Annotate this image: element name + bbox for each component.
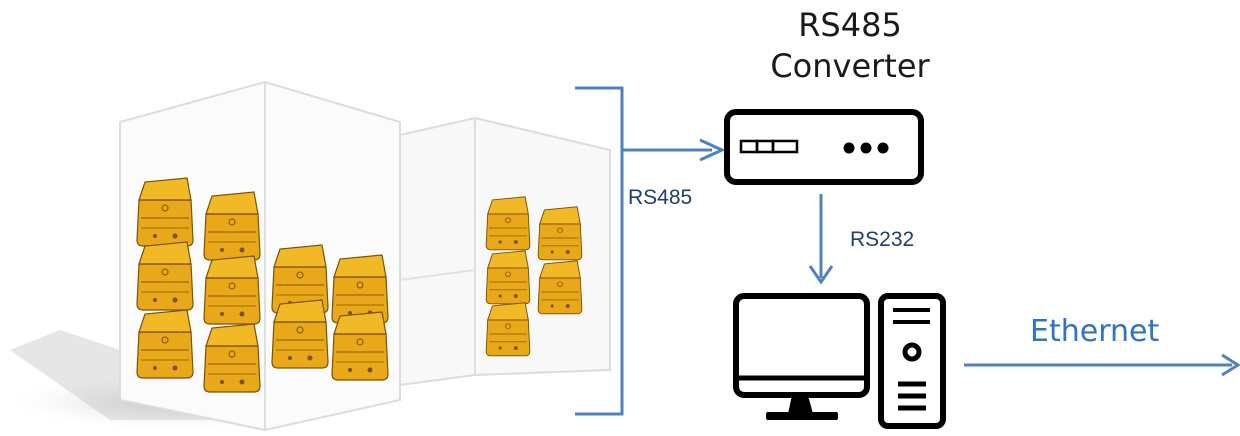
sensor-device-icon — [136, 241, 194, 311]
sensor-device-icon — [136, 309, 194, 379]
sensor-device-icon — [537, 206, 583, 261]
sensor-device-icon — [271, 299, 329, 369]
sensor-device-icon — [485, 196, 531, 251]
ethernet-link — [964, 353, 1240, 377]
ethernet-label: Ethernet — [1030, 314, 1160, 349]
sensor-device-icon — [203, 191, 261, 261]
rs232-link — [808, 194, 834, 285]
desktop-computer-icon — [733, 293, 946, 429]
rs485-converter-icon — [724, 109, 924, 185]
sensor-device-icon — [203, 323, 261, 393]
sensor-device-icon — [331, 311, 389, 381]
rs485-label: RS485 — [628, 186, 693, 209]
sensor-device-icon — [537, 260, 583, 315]
rs485-bus — [575, 86, 726, 416]
sensor-device-icon — [485, 302, 531, 357]
arrow-right-icon — [699, 138, 726, 162]
converter-title-line1: RS485 — [798, 6, 902, 44]
rs232-label: RS232 — [850, 228, 915, 251]
bus-bracket — [575, 86, 624, 416]
sensor-device-icon — [485, 250, 531, 305]
converter-title-line2: Converter — [770, 47, 930, 85]
arrow-right-icon — [1221, 353, 1240, 377]
arrow-down-icon — [808, 265, 834, 285]
sensor-device-icon — [203, 255, 261, 325]
sensor-device-icon — [136, 177, 194, 247]
